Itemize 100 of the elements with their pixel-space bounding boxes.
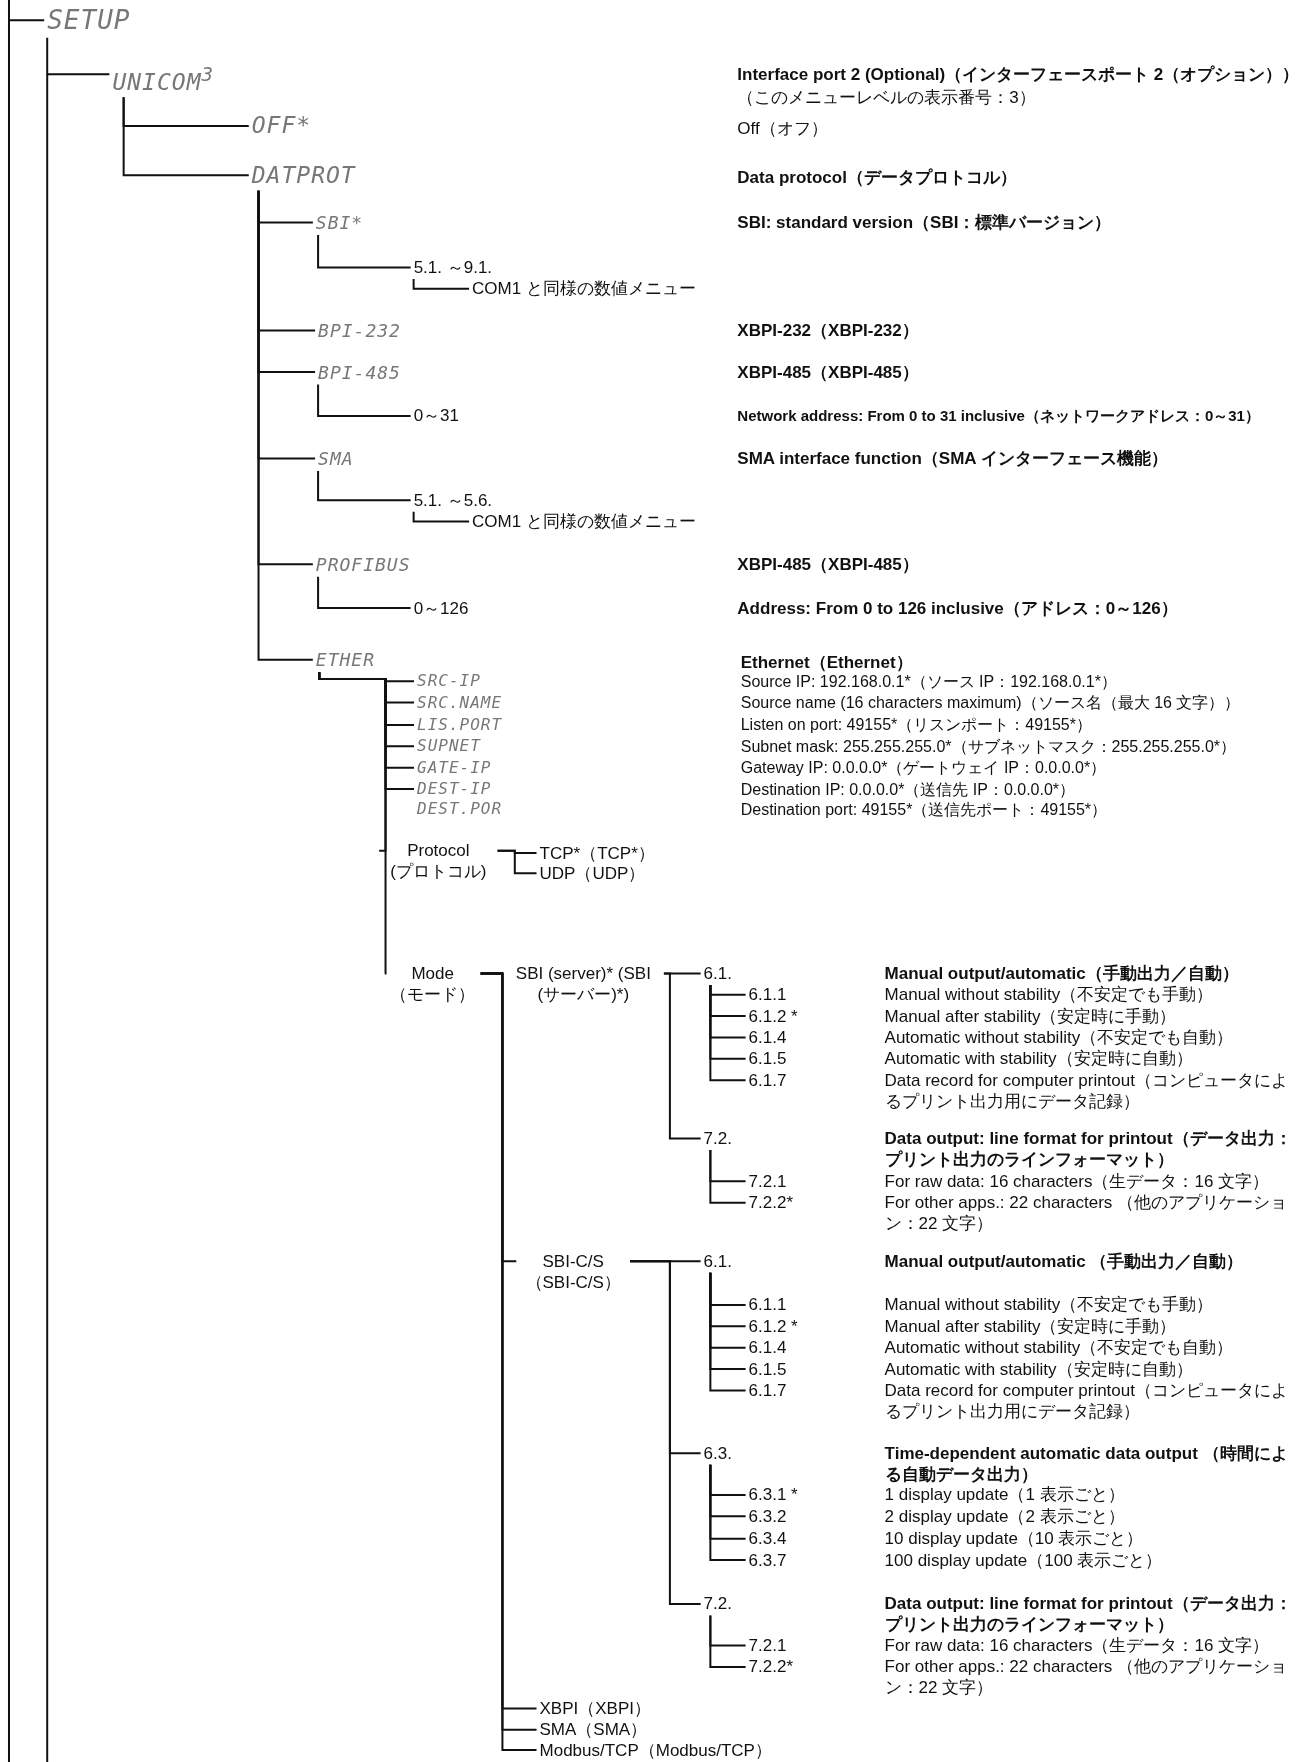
- description-text: Ethernet（Ethernet）: [740, 651, 914, 673]
- menu-code: SUPNET: [417, 736, 481, 757]
- menu-code: BPI-485: [318, 360, 401, 384]
- menu-option: 6.1.5: [748, 1358, 787, 1380]
- menu-option: 6.1.1: [748, 984, 787, 1006]
- menu-code: LIS.PORT: [417, 714, 503, 735]
- menu-option: 6.3.4: [748, 1528, 787, 1550]
- menu-option: 6.1.: [703, 962, 732, 984]
- description-text: Manual after stability（安定時に手動）: [884, 1005, 1178, 1027]
- menu-code: OFF*: [251, 111, 312, 141]
- connector-line: [709, 1149, 747, 1204]
- menu-option: 6.1.: [703, 1250, 732, 1272]
- description-text: Gateway IP: 0.0.0.0*（ゲートウェイ IP：0.0.0.0*）: [740, 758, 1108, 779]
- description-text: Destination IP: 0.0.0.0*（送信先 IP：0.0.0.0*）: [740, 779, 1077, 800]
- connector-line: [317, 234, 412, 269]
- menu-code: ETHER: [315, 648, 376, 672]
- description-text: 2 display update（2 表示ごと）: [884, 1505, 1126, 1527]
- menu-option: 6.1.1: [748, 1294, 787, 1316]
- description-text: Subnet mask: 255.255.255.0*（サブネットマスク：255.255.255.0*）: [740, 736, 1238, 757]
- menu-code: SETUP: [47, 3, 131, 37]
- menu-option: 7.2.2*: [748, 1192, 793, 1214]
- description-text: For other apps.: 22 characters （他のアプリケーション：22 文字）: [884, 1192, 1289, 1235]
- menu-code: DATPROT: [251, 160, 356, 190]
- menu-option: 0～31: [413, 405, 459, 427]
- menu-option: 6.1.5: [748, 1048, 787, 1070]
- description-text: Time-dependent automatic data output （時間による自動データ出力）: [884, 1442, 1289, 1485]
- description-text: Manual after stability（安定時に手動）: [884, 1315, 1178, 1337]
- menu-option: Modbus/TCP（Modbus/TCP）: [539, 1739, 772, 1761]
- menu-option: 7.2.: [703, 1593, 732, 1615]
- connector-line: [8, 0, 46, 22]
- connector-line: [496, 849, 538, 875]
- menu-option: SBI (server)* (SBI (サーバー)*): [505, 962, 661, 1005]
- connector-line: [317, 470, 412, 502]
- description-text: （このメニューレベルの表示番号：3）: [737, 87, 1037, 109]
- description-text: SBI: standard version（SBI：標準バージョン）: [737, 212, 1113, 234]
- description-text: For raw data: 16 characters（生データ：16 文字）: [884, 1170, 1271, 1192]
- menu-option: UDP（UDP）: [539, 862, 646, 884]
- menu-option: 7.2.1: [748, 1170, 787, 1192]
- description-text: Data protocol（データプロトコル）: [737, 167, 1018, 189]
- description-text: Data record for computer printout（コンピュータによるプリント出力用にデータ記録）: [884, 1379, 1289, 1422]
- description-text: Manual output/automatic（手動出力／自動）: [884, 962, 1240, 984]
- menu-option: 7.2.2*: [748, 1656, 793, 1678]
- description-text: Automatic without stability（不安定でも自動）: [884, 1337, 1235, 1359]
- connector-line: [412, 510, 471, 523]
- connector-line: [662, 972, 702, 1140]
- menu-code: DEST.POR: [417, 799, 503, 820]
- connector-line: [317, 575, 412, 610]
- description-text: XBPI-232（XBPI-232）: [737, 319, 920, 341]
- menu-code: UNICOM$^{3}$: [112, 59, 215, 97]
- menu-option: 6.3.7: [748, 1549, 787, 1571]
- menu-option: SMA（SMA）: [539, 1719, 648, 1741]
- menu-option: 6.1.7: [748, 1069, 787, 1091]
- connector-line: [709, 1271, 747, 1392]
- description-text: Manual output/automatic （手動出力／自動）: [884, 1250, 1245, 1272]
- menu-option: COM1 と同様の数値メニュー: [472, 278, 696, 300]
- connector-line: [317, 383, 412, 417]
- connector-line: [122, 96, 250, 177]
- menu-option: Protocol (プロトコル): [382, 840, 495, 883]
- menu-code: BPI-232: [318, 318, 401, 342]
- connector-line: [257, 189, 314, 661]
- menu-option: 6.3.: [703, 1442, 732, 1464]
- menu-option: 6.1.4: [748, 1026, 787, 1048]
- description-text: Listen on port: 49155*（リスンポート：49155*）: [740, 715, 1093, 736]
- connector-line: [46, 36, 111, 76]
- connector-line: [709, 1614, 747, 1668]
- menu-option: XBPI（XBPI）: [539, 1697, 651, 1719]
- menu-option: 6.1.4: [748, 1337, 787, 1359]
- menu-code: DEST-IP: [417, 779, 492, 800]
- description-text: Automatic with stability（安定時に自動）: [884, 1048, 1194, 1070]
- menu-code: GATE-IP: [417, 757, 492, 778]
- menu-option: 7.2.: [703, 1128, 732, 1150]
- menu-code: SRC-IP: [417, 671, 481, 692]
- menu-option: COM1 と同様の数値メニュー: [472, 511, 696, 533]
- menu-option: 6.3.1 *: [748, 1484, 798, 1506]
- description-text: For other apps.: 22 characters （他のアプリケーション：22 文字）: [884, 1656, 1289, 1699]
- menu-code: SBI*: [315, 211, 364, 235]
- connector-line: [709, 1463, 747, 1562]
- menu-option: 6.1.2 *: [748, 1315, 798, 1337]
- connector-line: [709, 983, 747, 1082]
- description-text: 100 display update（100 表示ごと）: [884, 1549, 1164, 1571]
- description-text: SMA interface function（SMA インターフェース機能）: [737, 448, 1169, 470]
- description-text: Address: From 0 to 126 inclusive（アドレス：0～126）: [737, 597, 1179, 619]
- description-text: XBPI-485（XBPI-485）: [737, 361, 920, 383]
- description-text: Off（オフ）: [737, 117, 829, 139]
- description-text: Destination port: 49155*（送信先ポート：49155*）: [740, 799, 1109, 820]
- connector-line: [412, 278, 471, 290]
- description-text: Data output: line format for printout（データ出力：プリント出力のラインフォーマット）: [884, 1128, 1293, 1171]
- menu-code: SMA: [318, 447, 354, 471]
- connector-line: [318, 671, 387, 975]
- description-text: Source name (16 characters maximum)（ソース名（最大 16 文字））: [740, 693, 1242, 713]
- menu-option: SBI-C/S （SBI-C/S）: [519, 1250, 628, 1293]
- menu-code: PROFIBUS: [315, 552, 411, 576]
- connector-line: [629, 1260, 702, 1605]
- description-text: For raw data: 16 characters（生データ：16 文字）: [884, 1635, 1271, 1657]
- menu-option: 6.1.7: [748, 1379, 787, 1401]
- description-text: Network address: From 0 to 31 inclusive（ネットワークアドレス：0～31）: [737, 406, 1261, 427]
- menu-option: 0～126: [413, 597, 469, 619]
- description-text: Automatic without stability（不安定でも自動）: [884, 1026, 1235, 1048]
- menu-code: SRC.NAME: [417, 692, 503, 713]
- menu-option: Mode （モード）: [387, 962, 478, 1005]
